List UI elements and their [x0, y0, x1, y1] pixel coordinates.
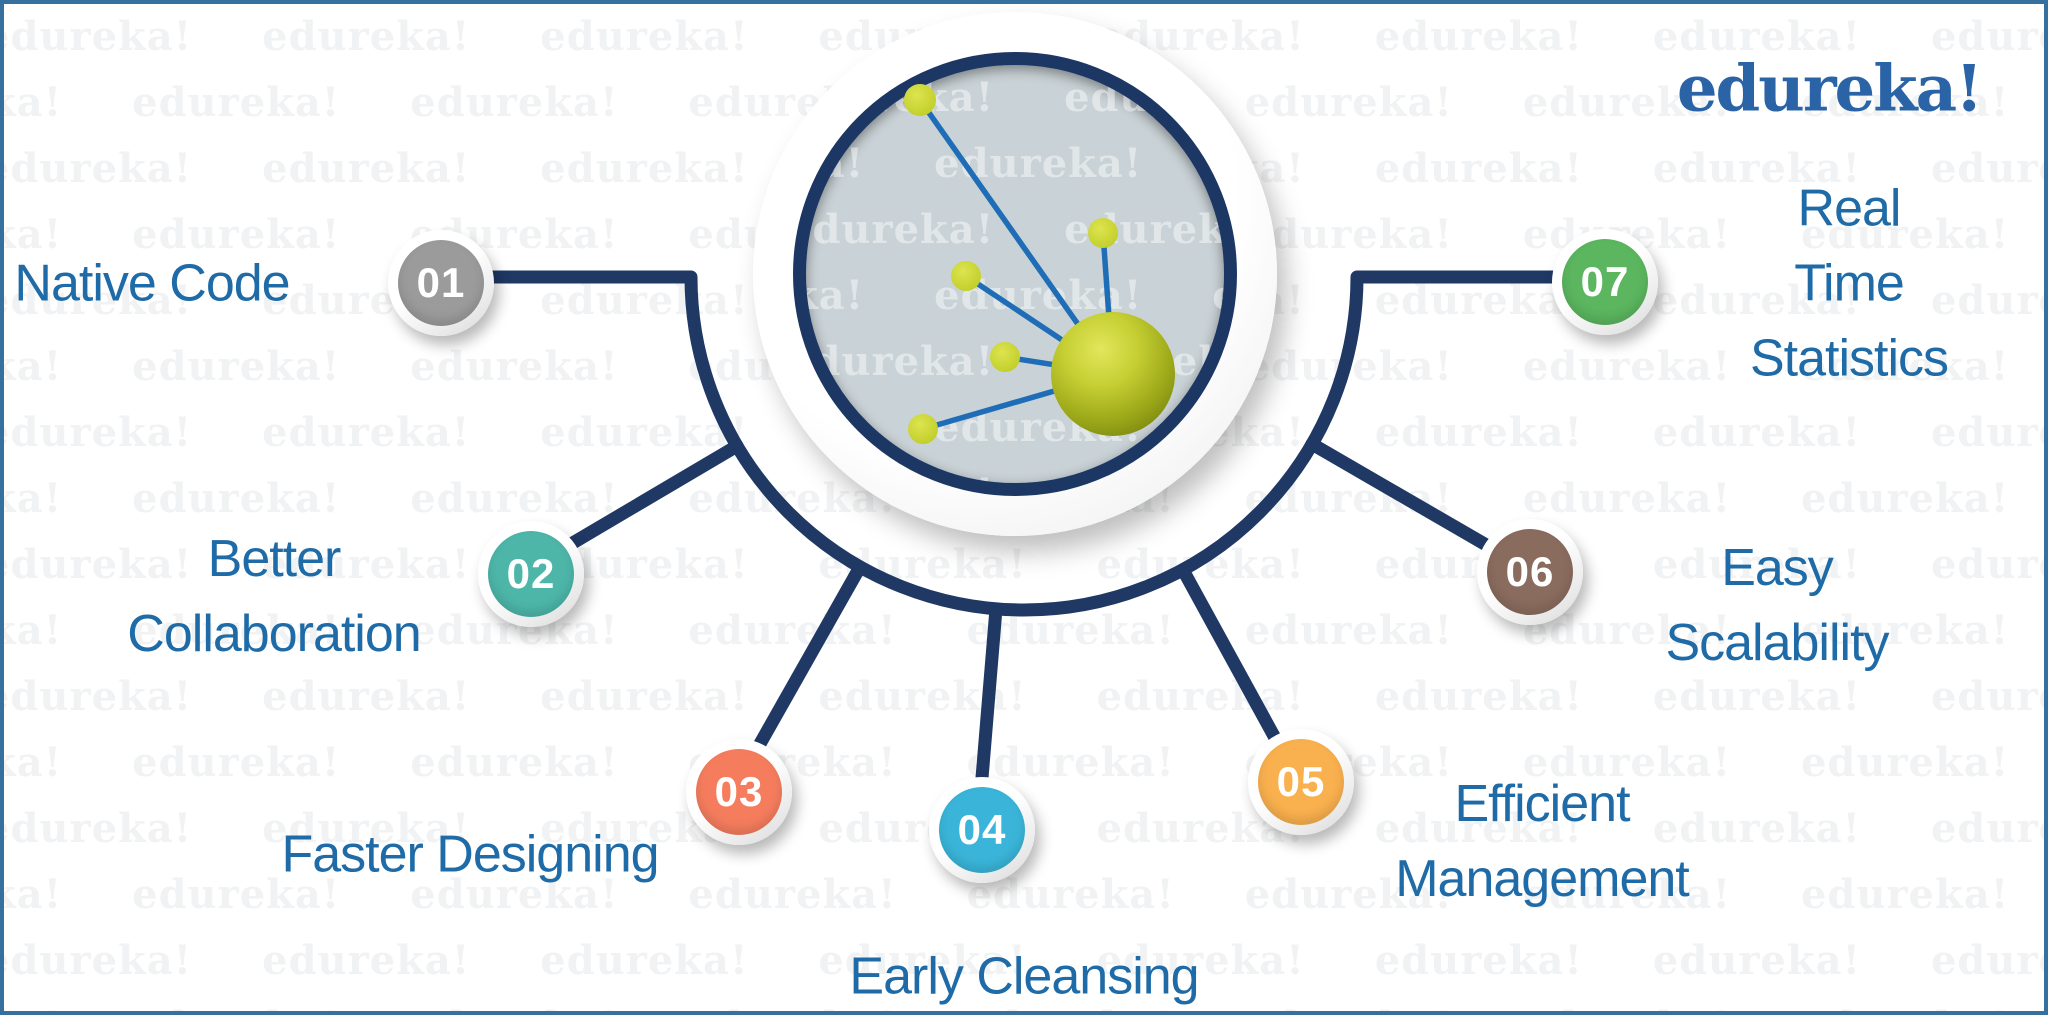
- badge-07: 07: [1552, 229, 1658, 335]
- label-better-collaboration: Better Collaboration: [127, 530, 421, 663]
- badge-number-03: 03: [714, 768, 764, 815]
- badge-06: 06: [1477, 519, 1583, 625]
- badge-circle-07: 07: [1562, 239, 1648, 325]
- badge-circle-02: 02: [488, 531, 574, 617]
- badge-circle-03: 03: [696, 749, 782, 835]
- badge-01: 01: [388, 230, 494, 336]
- badge-number-06: 06: [1505, 548, 1555, 595]
- badge-04: 04: [929, 777, 1035, 883]
- edureka-logo: edureka!: [1676, 51, 1983, 127]
- badge-number-07: 07: [1580, 258, 1630, 305]
- label-faster-designing: Faster Designing: [281, 825, 659, 884]
- badge-number-01: 01: [416, 259, 466, 306]
- connector-arc: [430, 270, 1608, 617]
- badge-02: 02: [478, 521, 584, 627]
- badge-number-04: 04: [957, 806, 1007, 853]
- label-efficient-management: Efficient Management: [1395, 775, 1690, 908]
- badge-03: 03: [686, 739, 792, 845]
- watermark-circle: edureka! edureka! edureka! edureka! edur…: [806, 74, 1224, 483]
- badge-circle-05: 05: [1258, 739, 1344, 825]
- badge-circle-06: 06: [1487, 529, 1573, 615]
- label-native-code: Native Code: [14, 254, 290, 313]
- label-easy-scalability: Easy Scalability: [1665, 539, 1889, 672]
- label-real-time-statistics: Real Time Statistics: [1749, 179, 1949, 388]
- badge-number-05: 05: [1276, 758, 1326, 805]
- badge-number-02: 02: [506, 550, 556, 597]
- label-early-cleansing: Early Cleansing: [849, 947, 1199, 1006]
- badge-circle-01: 01: [398, 240, 484, 326]
- badge-circle-04: 04: [939, 787, 1025, 873]
- central-ring: edureka! edureka! edureka! edureka! edur…: [793, 52, 1237, 496]
- badge-05: 05: [1248, 729, 1354, 835]
